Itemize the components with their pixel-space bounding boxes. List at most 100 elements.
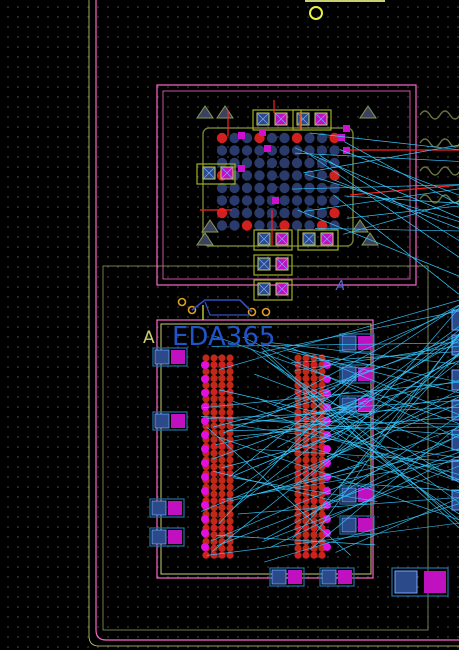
board-edge [95,0,459,641]
connector-component[interactable] [149,309,459,597]
ratsnest-line [212,402,365,460]
triangle-marker-icon [351,219,369,233]
smd-pad [168,501,182,515]
connector-pad [226,504,234,512]
board-edge-outer [88,0,459,647]
bga-ball [229,182,240,194]
part-outline [339,364,375,384]
connector-pad [226,449,234,457]
bga-ball [279,207,290,219]
via-pad [264,145,271,152]
bga-ball [254,195,265,206]
bga-ball [291,157,303,169]
ratsnest-line [215,395,459,446]
connector-pad [210,374,218,382]
part-outline [149,498,185,518]
bga-ball [216,220,228,231]
connector-pad [218,429,226,437]
ratsnest-line [333,194,459,295]
bga-ball [304,132,315,144]
connector-pad [210,361,218,369]
connector-pad [226,490,234,498]
ratsnest-line [242,336,459,439]
bga-ball [329,170,340,181]
bga-ball [266,182,278,194]
bga-ball [291,195,303,206]
bga-ball [229,195,240,206]
bga-ball [316,145,328,156]
connector-pad [218,510,226,518]
connector-pad [302,361,310,369]
smd-pad [171,414,185,428]
connector-pad [310,524,318,532]
connector-pad-smd [323,417,331,425]
ratsnest-line [268,326,459,465]
connector-pad [218,483,226,491]
connector-pad [202,381,210,389]
ratsnest-line [291,348,459,415]
connector-pad [210,388,218,396]
part-outline [269,567,305,587]
connector-pad-smd [323,543,331,551]
bga-ball [216,182,228,194]
smd-pad-mark [276,283,288,295]
via-icon [187,305,197,315]
ratsnest-line [262,465,459,543]
ratsnest-line [264,503,459,563]
ratsnest-line [346,205,459,219]
bga-ball [266,170,278,181]
ratsnest-line [294,147,459,218]
ratsnest-line [303,410,459,515]
ratsnest-line [304,415,459,519]
smd-pad [341,517,357,533]
ratsnest-line [219,299,459,370]
bga-ball [254,220,265,231]
connector-pad [318,524,326,532]
ratsnest-line [203,381,459,409]
edge-pad [451,399,459,421]
ratsnest-line [229,370,363,477]
triangle-marker-icon [196,105,214,119]
ratsnest-line [221,437,338,469]
smd-pad-mark [221,167,233,179]
connector-pad [310,449,318,457]
ratsnest-line [211,334,459,424]
part-outline [319,567,355,587]
ratsnest-line [269,434,459,494]
smd-pad [321,569,337,585]
connector-pad [218,504,226,512]
refdes-label[interactable]: EDA365 [172,322,276,352]
bga-component[interactable] [196,100,459,301]
connector-pad [226,463,234,471]
connector-pad [302,449,310,457]
ratsnest-line [316,308,459,371]
part-outline [253,279,293,301]
smd-pad [424,571,446,593]
ratsnest-line [216,451,459,547]
connector-pad [218,374,226,382]
ratsnest-line [261,347,459,524]
connector-pad-smd [201,445,209,453]
triangle-marker-icon [196,232,214,246]
connector-pad-smd [201,543,209,551]
ratsnest-lines [200,132,459,563]
bga-ball [229,220,240,231]
ratsnest-line [335,497,459,553]
ratsnest-line [315,228,459,232]
via-pad [259,129,266,136]
connector-pad [218,388,226,396]
connector-pad [226,402,234,410]
connector-pad [202,395,210,403]
ratsnest-line [218,376,357,525]
bga-ball [254,157,265,169]
connector-pad [210,415,218,423]
smd-pad-mark [203,167,215,179]
connector-pad [218,442,226,450]
dual-silk [160,323,372,575]
connector-pad [302,354,310,362]
connector-pad [302,504,310,512]
ratsnest-line [237,497,459,515]
smd-pad [154,413,170,429]
